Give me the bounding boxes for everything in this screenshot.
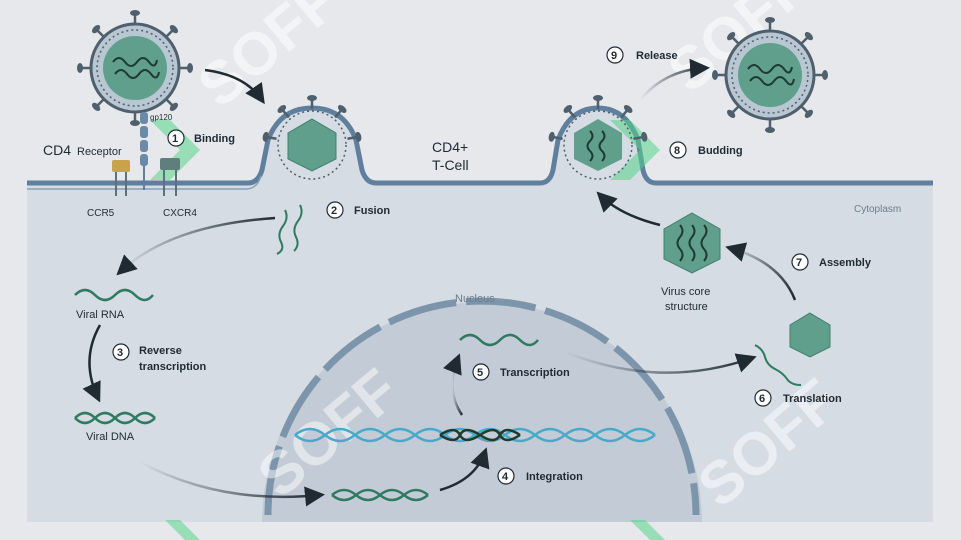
host-chromosome bbox=[294, 427, 656, 443]
step-label-line2: transcription bbox=[139, 361, 207, 373]
arrow-release bbox=[639, 58, 710, 101]
step-budding: 8 Budding bbox=[669, 141, 743, 159]
arrow-reverse-transcription bbox=[82, 324, 102, 403]
cd4-receptor bbox=[140, 112, 148, 190]
step-release: 9 Release bbox=[606, 46, 678, 64]
receptor-label: Receptor bbox=[77, 146, 122, 158]
translated-protein bbox=[789, 312, 831, 358]
released-rna-fusion-2 bbox=[276, 209, 288, 255]
viral-dna-strand bbox=[74, 411, 156, 425]
step-label: Budding bbox=[698, 145, 743, 157]
arrow-to-budding bbox=[596, 191, 661, 227]
step-number: 6 bbox=[759, 393, 765, 405]
step-label: Transcription bbox=[500, 367, 570, 379]
step-label: Release bbox=[636, 50, 678, 62]
arrow-integration bbox=[439, 447, 490, 492]
step-label: Assembly bbox=[819, 257, 872, 269]
ccr5-label: CCR5 bbox=[87, 208, 115, 219]
viral-dna-label: Viral DNA bbox=[86, 431, 135, 443]
virion-released bbox=[710, 15, 830, 135]
nucleus-label: Nucleus bbox=[455, 293, 495, 305]
step-binding: 1 Binding bbox=[167, 129, 235, 147]
step-label: Reverse bbox=[139, 345, 182, 357]
arrow-fusion-to-rna bbox=[116, 216, 276, 276]
virion-budding bbox=[546, 93, 650, 180]
arrow-to-translation bbox=[564, 350, 757, 374]
step-reverse-transcription: 3 Reverse transcription bbox=[112, 343, 207, 373]
step-number: 8 bbox=[674, 145, 680, 157]
cell-membrane-inner bbox=[27, 175, 262, 190]
virus-core-label-line2: structure bbox=[665, 301, 708, 313]
viral-rna-label: Viral RNA bbox=[76, 309, 125, 321]
virus-core-label-line1: Virus core bbox=[661, 286, 710, 298]
cd4-label: CD4 bbox=[43, 142, 71, 158]
virion-fusion bbox=[260, 93, 364, 180]
step-number: 5 bbox=[477, 367, 483, 379]
gp120-label: gp120 bbox=[150, 113, 173, 122]
nuclear-envelope bbox=[264, 297, 700, 516]
step-number: 3 bbox=[117, 347, 123, 359]
step-label: Binding bbox=[194, 133, 235, 145]
step-fusion: 2 Fusion bbox=[326, 201, 390, 219]
ccr5-coreceptor bbox=[112, 160, 130, 196]
nucleus bbox=[262, 302, 702, 522]
step-label: Translation bbox=[783, 393, 842, 405]
translation-rna bbox=[754, 344, 802, 386]
integrating-dna-strand bbox=[331, 488, 429, 502]
cxcr4-coreceptor bbox=[160, 158, 180, 196]
step-number: 9 bbox=[611, 50, 617, 62]
step-translation: 6 Translation bbox=[754, 389, 842, 407]
step-number: 4 bbox=[502, 471, 509, 483]
step-assembly: 7 Assembly bbox=[791, 253, 872, 271]
viral-rna-strand bbox=[74, 288, 154, 302]
cxcr4-label: CXCR4 bbox=[163, 208, 197, 219]
arrow-dna-to-nucleus bbox=[139, 460, 325, 507]
process-arrows bbox=[82, 58, 797, 507]
step-number: 2 bbox=[331, 205, 337, 217]
virion-binding bbox=[75, 8, 195, 128]
step-number: 1 bbox=[172, 133, 178, 145]
step-label: Fusion bbox=[354, 205, 390, 217]
step-label: Integration bbox=[526, 471, 583, 483]
released-rna-fusion bbox=[293, 204, 303, 252]
arrow-approach bbox=[204, 68, 265, 105]
arrow-transcription bbox=[443, 353, 464, 416]
transcribed-rna-strand bbox=[459, 333, 539, 347]
step-number: 7 bbox=[796, 257, 802, 269]
cell-label-line2: T-Cell bbox=[432, 157, 469, 173]
virus-core-structure bbox=[663, 212, 721, 274]
cell-label-line1: CD4+ bbox=[432, 139, 468, 155]
cytoplasm-label: Cytoplasm bbox=[854, 204, 901, 215]
step-transcription: 5 Transcription bbox=[472, 363, 570, 381]
arrow-assembly bbox=[725, 242, 797, 301]
step-integration: 4 Integration bbox=[497, 467, 583, 485]
